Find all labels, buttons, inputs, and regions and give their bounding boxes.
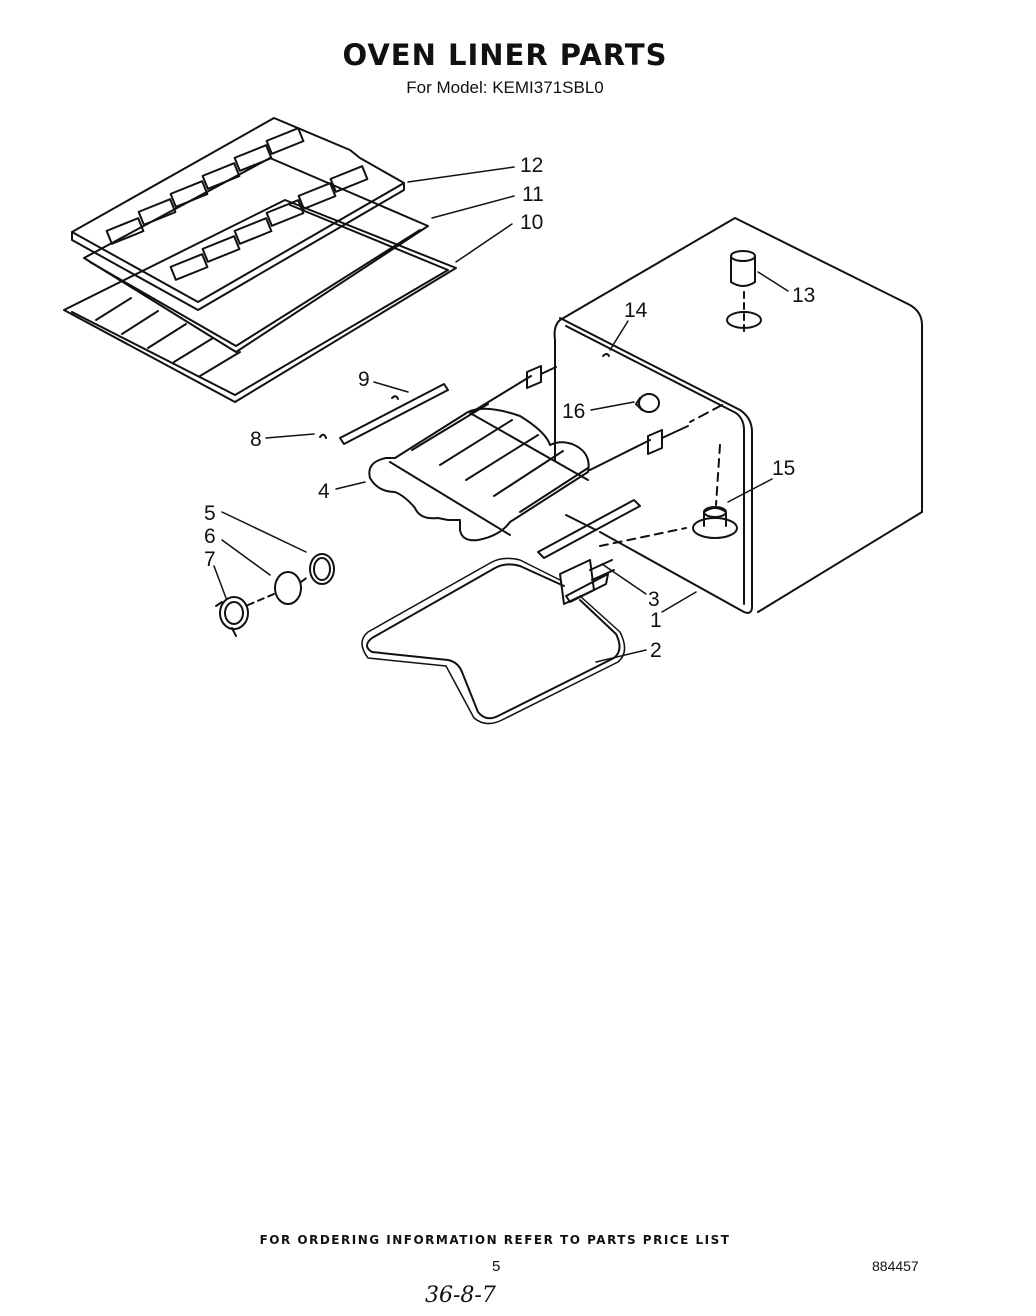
part-3-bracket [537,499,641,559]
callout-13: 13 [792,284,815,307]
bake-element-part-2 [361,527,687,725]
callout-3: 3 [648,588,660,611]
broil-pan-part-11 [83,157,429,353]
part-8-clip [319,433,327,439]
part-15-terminal [692,444,738,539]
callout-labels: 1 2 3 4 5 6 7 8 9 10 11 12 13 14 15 16 [204,154,815,662]
callout-1: 1 [650,609,662,632]
page-title: OVEN LINER PARTS [342,38,668,72]
callout-9: 9 [358,368,370,391]
callout-15: 15 [772,457,795,480]
part-13-sensor [726,250,762,337]
callout-6: 6 [204,525,216,548]
part-9-bracket [339,383,449,445]
document-code: 884457 [872,1258,919,1274]
callout-4: 4 [318,480,330,503]
callout-16: 16 [562,400,585,423]
model-subtitle: For Model: KEMI371SBL0 [406,78,604,97]
callout-11: 11 [522,183,544,206]
callout-2: 2 [650,639,662,662]
callout-8: 8 [250,428,262,451]
oven-liner-box [553,217,923,614]
callout-5: 5 [204,502,216,525]
callout-10: 10 [520,211,543,234]
broil-pan-grid-part-12 [71,117,405,311]
callout-14: 14 [624,299,648,322]
part-16-knob [635,393,660,413]
ordering-note: FOR ORDERING INFORMATION REFER TO PARTS … [259,1233,731,1247]
page-number: 5 [492,1258,501,1275]
handwritten-note: 36-8-7 [425,1283,496,1308]
light-assembly-parts-5-6-7 [215,553,335,637]
callout-12: 12 [520,154,543,177]
part-14-clip [602,353,610,357]
broil-element-part-4 [368,365,689,542]
oven-rack-part-10 [63,199,457,403]
callout-7: 7 [204,548,216,571]
leader-lines [213,166,789,663]
